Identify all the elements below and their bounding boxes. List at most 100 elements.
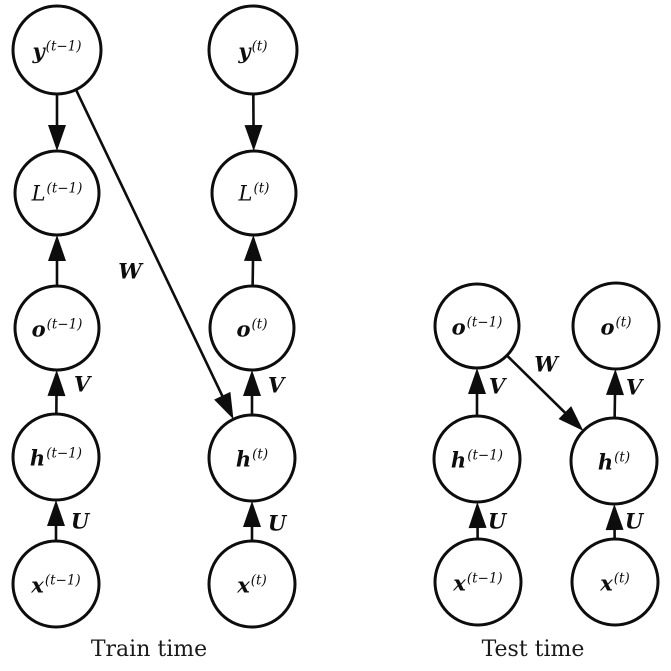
node-label-superscript: (t−1) (467, 447, 504, 464)
node-label-superscript: (t) (253, 180, 270, 197)
edge-h-t-1-to-o-t-1 (47, 369, 66, 415)
diagram-train (11, 4, 299, 629)
node-label-train-x-t: x(t) (237, 574, 267, 596)
node-circle-train-x-t-1 (11, 539, 101, 629)
edge-h-t-to-o-t (243, 370, 261, 415)
node-circle-test-h-t-1 (432, 414, 522, 504)
node-label-base: o (31, 316, 46, 342)
node-label-superscript: (t−1) (46, 180, 83, 197)
arrowhead-icon (47, 500, 65, 526)
node-circle-train-y-t (207, 4, 299, 96)
node-label-base: y (32, 38, 45, 64)
node-label-train-L-t-1: L(t−1) (31, 180, 83, 206)
node-label-superscript: (t) (614, 449, 631, 466)
node-label-superscript: (t) (250, 572, 267, 589)
edge-line (506, 354, 568, 415)
node-label-base: o (600, 314, 615, 340)
edge-h-t-to-o-t (605, 368, 624, 419)
node-label-test-h-t: h(t) (598, 451, 630, 473)
edge-label-V: V (488, 373, 506, 399)
arrowhead-icon (48, 125, 66, 151)
edge-x-t-1-to-h-t-1 (468, 501, 487, 540)
node-label-train-o-t: o(t) (237, 318, 268, 340)
edge-label-U: U (267, 510, 287, 536)
node-label-base: L (31, 181, 46, 206)
node-label-superscript: (t) (251, 316, 268, 333)
arrowhead-icon (243, 234, 262, 262)
node-label-superscript: (t) (615, 314, 632, 331)
node-label-base: h (29, 445, 46, 471)
edge-x-t-to-h-t (243, 501, 261, 541)
node-circle-test-o-t (571, 281, 661, 371)
node-label-superscript: (t) (252, 446, 269, 463)
caption-test: Test time (481, 637, 585, 662)
edge-label-W: W (118, 258, 142, 284)
node-label-train-L-t: L(t) (238, 180, 270, 206)
node-circle-train-o-t-1 (13, 284, 101, 372)
node-circle-train-L-t-1 (13, 149, 101, 237)
arrowhead-icon (605, 503, 624, 531)
node-label-base: h (597, 449, 614, 475)
node-label-superscript: (t−1) (45, 38, 82, 55)
node-label-superscript: (t−1) (466, 314, 503, 331)
node-circle-test-o-t-1 (433, 282, 521, 370)
caption-train: Train time (90, 637, 208, 662)
node-circle-train-h-t (207, 413, 297, 503)
edge-label-U: U (487, 508, 507, 534)
node-label-test-h-t-1: h(t−1) (451, 449, 503, 471)
edge-y-t-1-to-h-t (74, 89, 234, 420)
node-label-base: x (453, 570, 466, 596)
node-circle-train-x-t (207, 539, 297, 629)
node-label-test-o-t: o(t) (601, 316, 632, 338)
edge-label-U: U (624, 508, 644, 534)
node-label-test-o-t-1: o(t−1) (452, 316, 503, 338)
edge-x-t-to-h-t (605, 503, 624, 540)
node-label-test-x-t-1: x(t−1) (453, 572, 502, 594)
node-label-base: o (451, 314, 466, 340)
edge-label-U: U (70, 508, 90, 534)
node-label-base: y (238, 38, 251, 64)
node-label-superscript: (t) (251, 38, 268, 55)
edge-label-V: V (267, 372, 285, 398)
node-label-train-o-t-1: o(t−1) (32, 318, 83, 340)
node-label-base: L (238, 181, 253, 206)
node-circle-train-y-t-1 (11, 4, 103, 96)
node-circle-test-x-t-1 (433, 537, 523, 627)
node-label-base: x (600, 570, 613, 596)
edge-line (74, 89, 225, 399)
edge-label-V: V (625, 374, 643, 400)
node-label-superscript: (t−1) (46, 316, 83, 333)
edge-o-t-1-to-h-t (506, 354, 584, 431)
node-label-base: x (31, 572, 44, 598)
arrowhead-icon (558, 406, 584, 431)
node-label-train-h-t: h(t) (236, 448, 268, 470)
node-label-train-y-t: y(t) (238, 40, 267, 62)
node-label-base: h (235, 446, 252, 472)
edge-label-V: V (73, 371, 91, 397)
node-circle-train-o-t (208, 284, 296, 372)
arrowhead-icon (468, 368, 486, 394)
node-label-superscript: (t) (613, 570, 630, 587)
arrowhead-icon (244, 124, 263, 152)
arrowhead-icon (243, 370, 261, 396)
edge-y-t-to-L-t (244, 93, 263, 152)
node-label-base: o (236, 316, 251, 342)
edge-x-t-1-to-h-t-1 (47, 500, 65, 541)
node-circle-train-h-t-1 (11, 412, 101, 502)
node-circle-test-x-t (570, 537, 660, 627)
node-label-train-h-t-1: h(t−1) (30, 447, 82, 469)
edge-o-t-1-to-L-t-1 (48, 235, 66, 286)
node-label-train-x-t-1: x(t−1) (31, 574, 80, 596)
edge-h-t-1-to-o-t-1 (468, 368, 486, 416)
node-label-superscript: (t−1) (466, 570, 503, 587)
arrowhead-icon (48, 235, 66, 261)
node-circle-train-L-t (210, 149, 298, 237)
node-label-test-x-t: x(t) (600, 572, 630, 594)
diagram-test (432, 281, 661, 627)
arrowhead-icon (47, 369, 66, 397)
arrowhead-icon (605, 368, 624, 396)
arrowhead-icon (468, 501, 487, 529)
node-label-base: x (237, 572, 250, 598)
